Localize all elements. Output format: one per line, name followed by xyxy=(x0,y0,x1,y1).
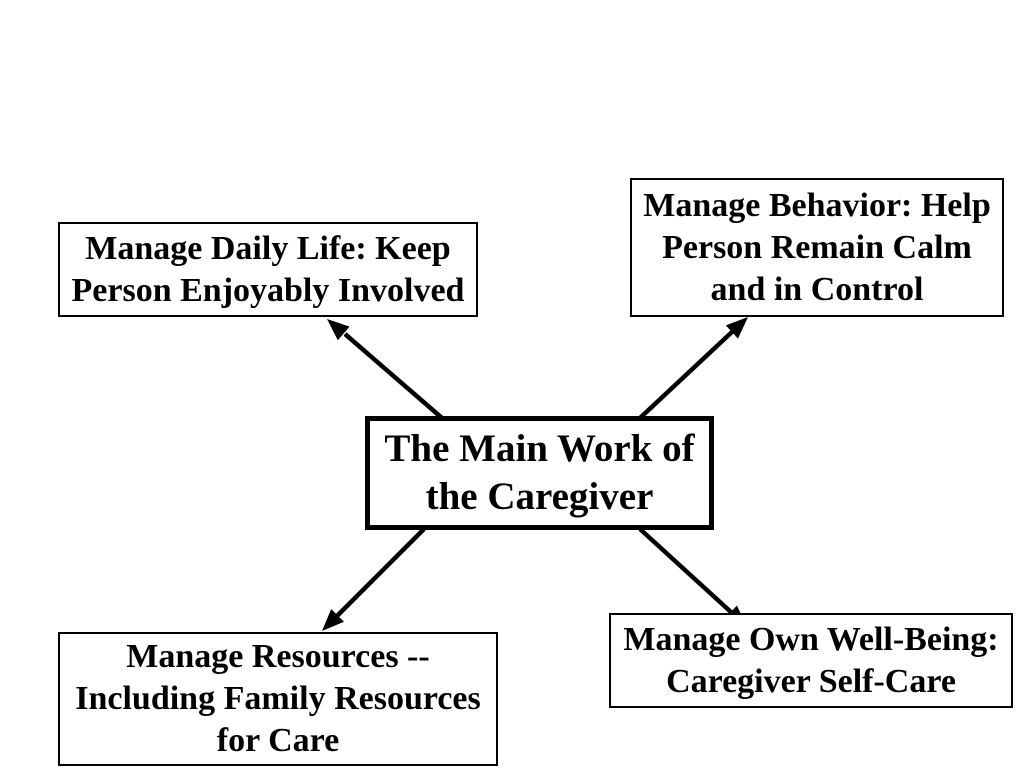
node-text-line: Caregiver Self-Care xyxy=(666,662,956,700)
node-text-line: Manage Daily Life: Keep xyxy=(85,229,451,267)
diagram-center-node-main-work: The Main Work of the Caregiver xyxy=(365,416,714,530)
diagram-node-manage-behavior: Manage Behavior: Help Person Remain Calm… xyxy=(630,178,1004,317)
node-text-line: Person Remain Calm xyxy=(662,228,972,266)
node-text-line: Manage Resources -- xyxy=(126,638,430,675)
arrow-to-daily-life xyxy=(327,319,444,420)
node-text-line: and in Control xyxy=(710,270,924,308)
diagram-node-manage-own-well-being: Manage Own Well-Being: Caregiver Self-Ca… xyxy=(609,613,1013,708)
node-text-line: The Main Work of xyxy=(384,427,695,470)
node-text-line: Manage Behavior: Help xyxy=(643,186,991,224)
node-text-line: Manage Own Well-Being: xyxy=(623,620,999,658)
diagram-node-manage-resources: Manage Resources -- Including Family Res… xyxy=(58,632,498,766)
node-text-line: Person Enjoyably Involved xyxy=(71,271,465,309)
node-text-line: for Care xyxy=(216,722,340,759)
diagram-node-manage-daily-life: Manage Daily Life: Keep Person Enjoyably… xyxy=(58,222,478,317)
node-text-line: the Caregiver xyxy=(425,475,654,518)
node-text-line: Including Family Resources xyxy=(75,680,481,717)
arrow-to-resources xyxy=(322,527,426,631)
arrow-to-behavior xyxy=(638,317,748,420)
